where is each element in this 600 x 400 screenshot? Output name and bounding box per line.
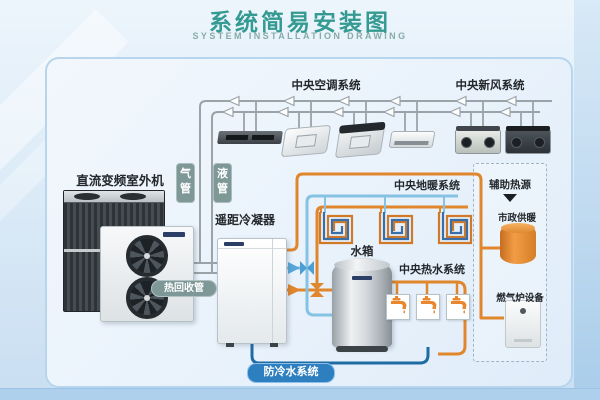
ac-duct-unit xyxy=(217,131,283,144)
page-subtitle: SYSTEM INSTALLATION DRAWING xyxy=(192,31,408,41)
label-fresh-air-system: 中央新风系统 xyxy=(455,80,525,92)
fresh-air-unit xyxy=(505,126,551,154)
faucet-icon xyxy=(451,296,467,314)
label-municipal-heating: 市政供暖 xyxy=(497,213,536,224)
remote-condenser-unit xyxy=(217,238,287,347)
background-right-band xyxy=(574,0,600,400)
label-remote-condenser: 遥距冷凝器 xyxy=(214,213,275,227)
label-outdoor-unit: 直流变频室外机 xyxy=(76,174,164,188)
label-hot-water-system: 中央热水系统 xyxy=(399,264,465,276)
ac-cassette-unit xyxy=(334,125,386,159)
ac-cassette-unit xyxy=(280,124,332,158)
hot-water-tap xyxy=(386,294,410,320)
gas-boiler-unit xyxy=(505,300,541,348)
background-bottom-band xyxy=(0,388,600,400)
water-tank-unit xyxy=(332,258,392,352)
label-central-ac-system: 中央空调系统 xyxy=(291,80,361,92)
brand-sticker xyxy=(352,276,372,280)
label-floor-heating-system: 中央地暖系统 xyxy=(394,180,460,192)
ac-ceiling-unit xyxy=(388,131,436,148)
municipal-heating-tank xyxy=(500,223,536,264)
triangle-down-icon xyxy=(503,194,517,202)
brand-sticker xyxy=(163,232,185,237)
tag-anti-cold-water-system: 防冷水系统 xyxy=(247,363,335,383)
faucet-icon xyxy=(391,296,407,314)
tag-gas-pipe: 气管 xyxy=(176,163,195,203)
fresh-air-unit xyxy=(455,126,501,154)
outdoor-unit-top xyxy=(64,191,164,203)
condenser-foot xyxy=(270,343,278,347)
hot-water-tap xyxy=(416,294,440,320)
faucet-icon xyxy=(421,296,437,314)
label-gas-boiler: 燃气炉设备 xyxy=(496,293,544,304)
condenser-foot xyxy=(226,343,234,347)
hot-water-tap xyxy=(446,294,470,320)
tag-heat-recovery-pipe: 热回收管 xyxy=(151,280,217,297)
label-water-tank: 水箱 xyxy=(350,246,374,258)
tag-liquid-pipe: 液管 xyxy=(213,163,232,203)
fan-icon xyxy=(126,235,168,277)
outdoor-unit-small xyxy=(100,226,194,322)
brand-sticker xyxy=(224,242,244,246)
page-title: 系统简易安装图 xyxy=(209,9,391,35)
label-aux-heat-source: 辅助热源 xyxy=(489,179,531,191)
